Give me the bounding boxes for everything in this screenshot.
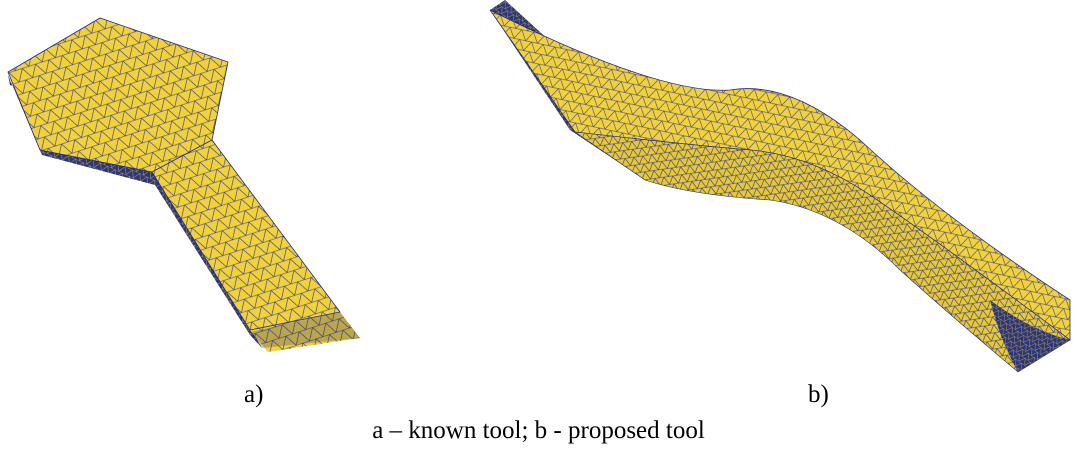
mesh-panel-known-tool [0,0,380,378]
subfigure-label-a: a) [244,381,264,408]
figure-caption: a – known tool; b - proposed tool [372,417,705,444]
known-tool-bottom-shadow [250,312,360,348]
proposed-tool-mesh-render [489,0,1071,373]
mesh-panel-proposed-tool [430,0,1077,378]
proposed-tool-front-face [574,131,1071,373]
subfigure-label-b: b) [808,381,829,408]
known-tool-bend-edge [151,139,213,173]
known-tool-mesh-render [7,17,360,352]
known-tool-end-face [248,312,360,352]
known-tool-top-face [7,17,341,331]
proposed-tool-end-shadow [990,300,1070,372]
